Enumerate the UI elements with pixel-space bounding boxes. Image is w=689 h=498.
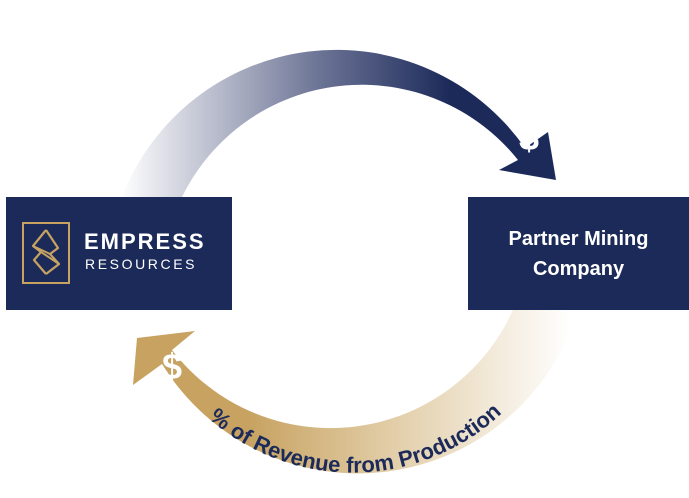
revenue-arrow <box>133 310 578 474</box>
investment-dollar-icon: $ <box>519 117 539 158</box>
investment-arrow <box>122 49 556 197</box>
partner-label-line1: Partner Mining <box>508 227 649 250</box>
revenue-dollar-icon: $ <box>162 346 182 387</box>
empress-resources-box: EMPRESS RESOURCES <box>6 197 232 310</box>
investment-label: Investment <box>283 14 408 48</box>
partner-mining-company-box: Partner Mining Company <box>468 197 689 310</box>
empress-logo-name: EMPRESS <box>84 229 206 254</box>
empress-logo-icon <box>22 222 70 284</box>
partner-label-line2: Company <box>532 257 625 280</box>
empress-logo-subtitle: RESOURCES <box>85 256 198 272</box>
partner-label: Partner Mining Company <box>468 197 689 310</box>
